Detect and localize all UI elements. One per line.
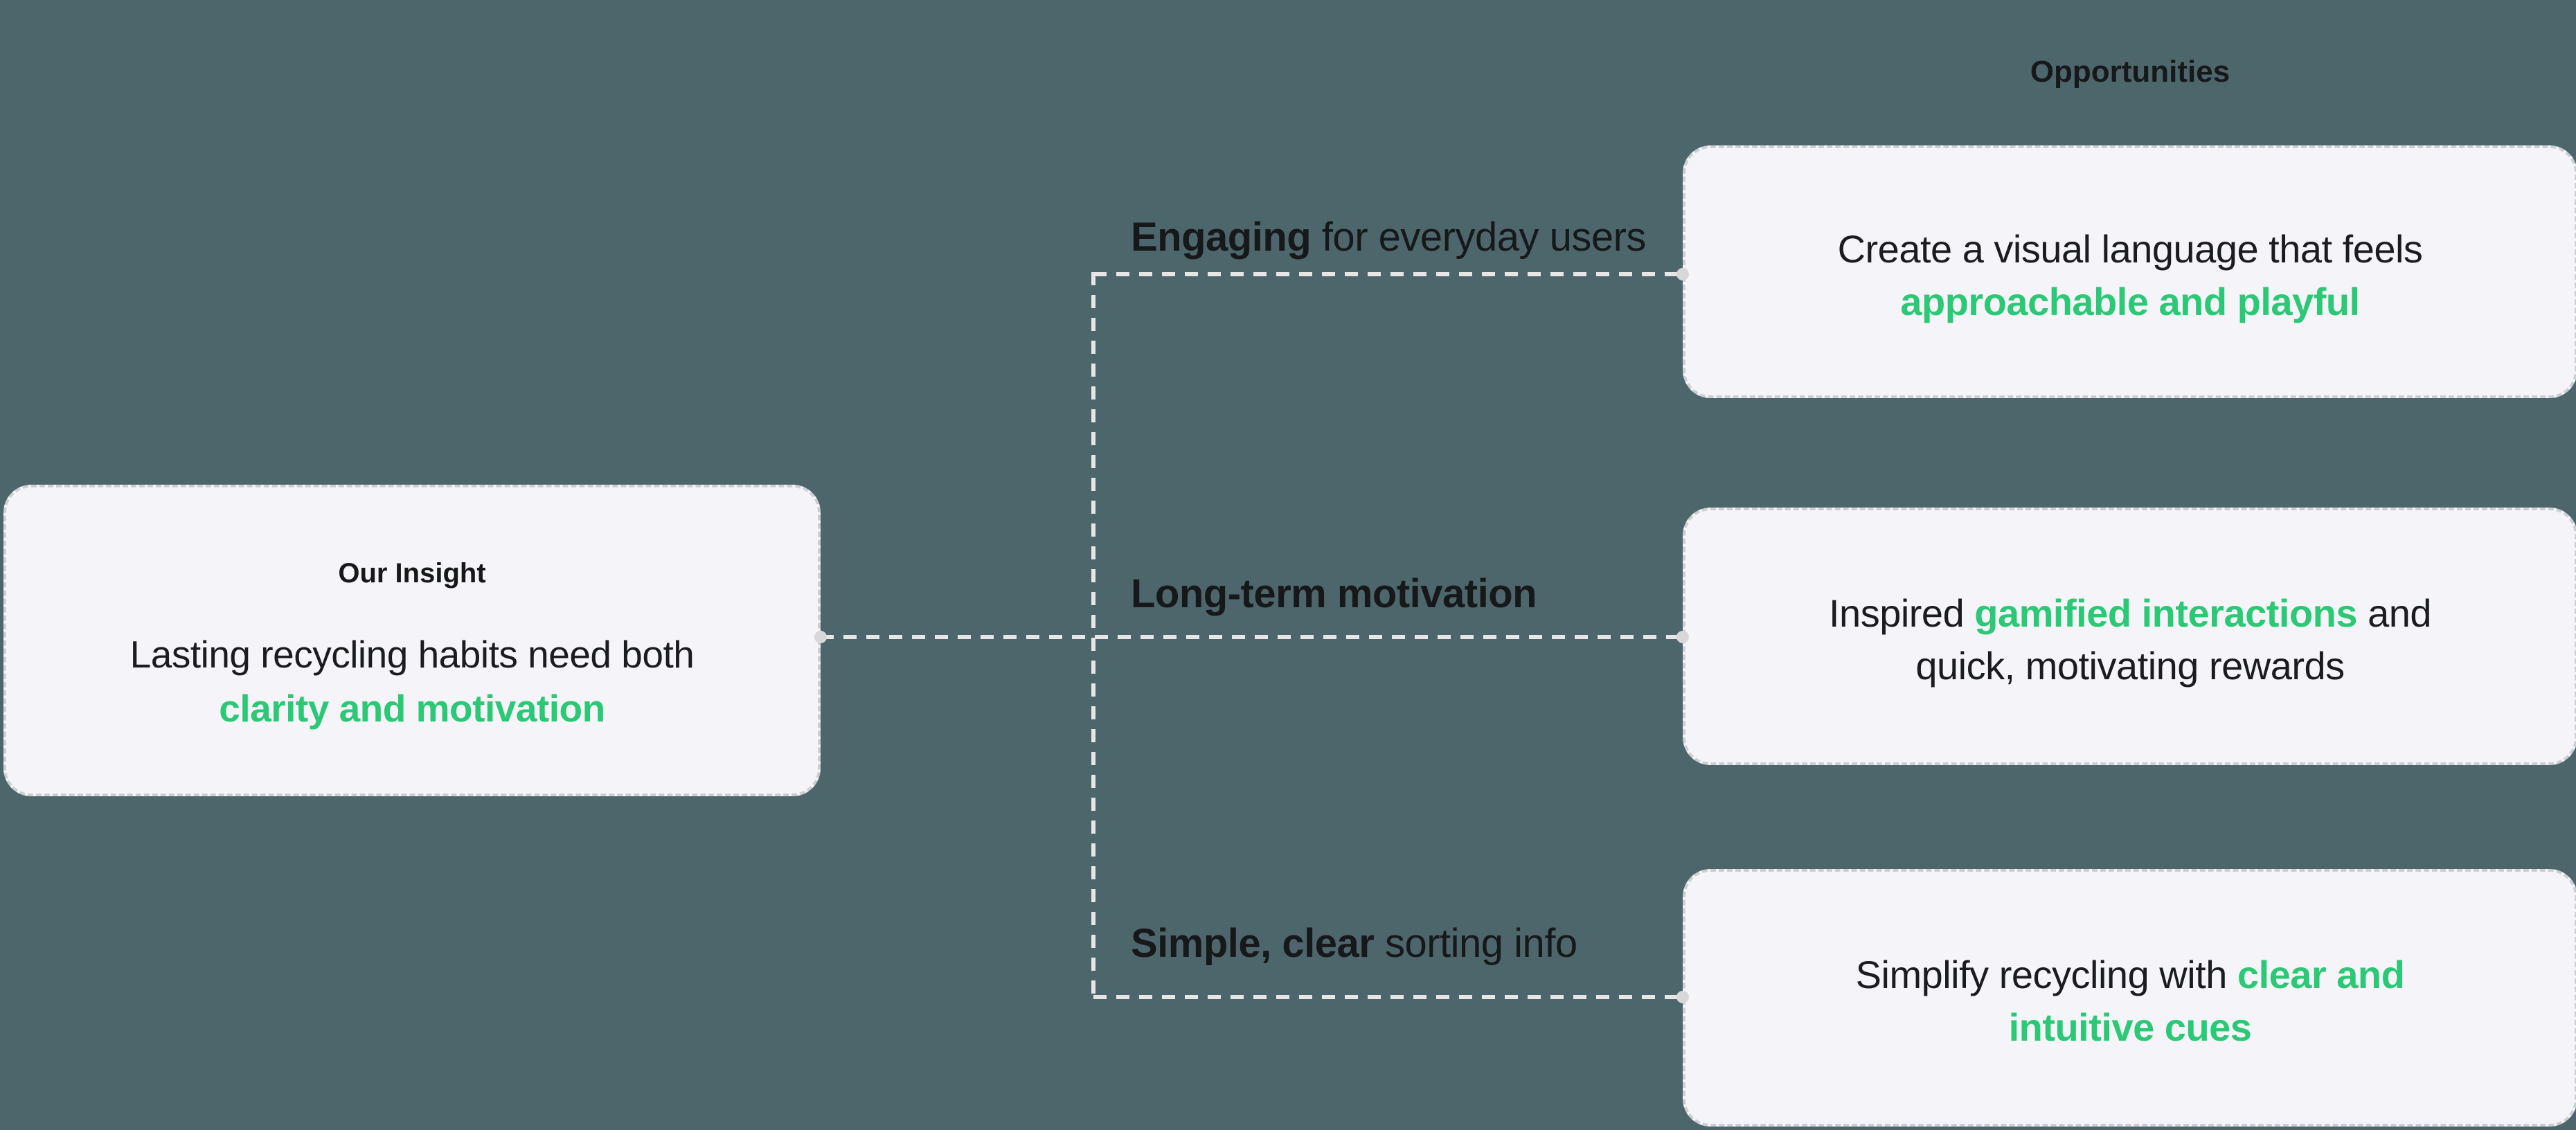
connector-line-branch-1 <box>1093 272 1683 276</box>
branch-label-simple-clear: Simple, clear sorting info <box>1131 920 1577 968</box>
opportunities-heading: Opportunities <box>2030 55 2230 89</box>
connector-dot-card-2 <box>1676 631 1689 643</box>
insight-card-title: Our Insight <box>338 558 486 589</box>
card-2-line1-pre: Inspired <box>1828 591 1975 635</box>
branch-label-3-rest: sorting info <box>1374 921 1577 966</box>
insight-body-line2-highlight: clarity and motivation <box>219 687 605 730</box>
opportunity-card-1-body: Create a visual language that feels appro… <box>1685 152 2575 399</box>
card-2-line2: quick, motivating rewards <box>1915 644 2345 688</box>
connector-trunk-line <box>1091 272 1095 999</box>
card-2-line1-highlight: gamified interactions <box>1974 591 2358 635</box>
insight-card[interactable]: Our Insight Lasting recycling habits nee… <box>3 485 821 796</box>
branch-label-engaging: Engaging for everyday users <box>1131 213 1646 262</box>
connector-dot-card-1 <box>1676 268 1689 280</box>
branch-label-long-term: Long-term motivation <box>1131 570 1537 618</box>
connector-line-branch-3 <box>1093 995 1683 999</box>
branch-label-3-bold: Simple, clear <box>1131 921 1375 966</box>
insight-card-body: Lasting recycling habits need both clarit… <box>6 627 818 735</box>
card-3-line1-highlight: clear and <box>2237 953 2405 996</box>
card-3-line2-highlight: intuitive cues <box>2008 1005 2252 1049</box>
branch-label-2-bold: Long-term motivation <box>1131 571 1537 616</box>
insight-body-line1: Lasting recycling habits need both <box>129 633 695 676</box>
card-1-line2-highlight: approachable and playful <box>1900 279 2360 323</box>
connector-dot-insight <box>814 631 827 643</box>
branch-label-1-rest: for everyday users <box>1311 215 1647 260</box>
card-3-line1-pre: Simplify recycling with <box>1855 953 2237 996</box>
card-2-line1-post: and <box>2357 591 2432 635</box>
opportunity-card-1[interactable]: Create a visual language that feels appro… <box>1683 145 2576 398</box>
connector-dot-card-3 <box>1676 991 1689 1003</box>
connector-line-insight-to-trunk <box>821 635 1683 639</box>
card-1-line1: Create a visual language that feels <box>1837 226 2423 271</box>
card-2-line1: Inspired gamified interactions and <box>1828 587 2432 640</box>
branch-label-1-bold: Engaging <box>1131 215 1312 260</box>
card-3-line1: Simplify recycling with clear and <box>1856 949 2405 1001</box>
